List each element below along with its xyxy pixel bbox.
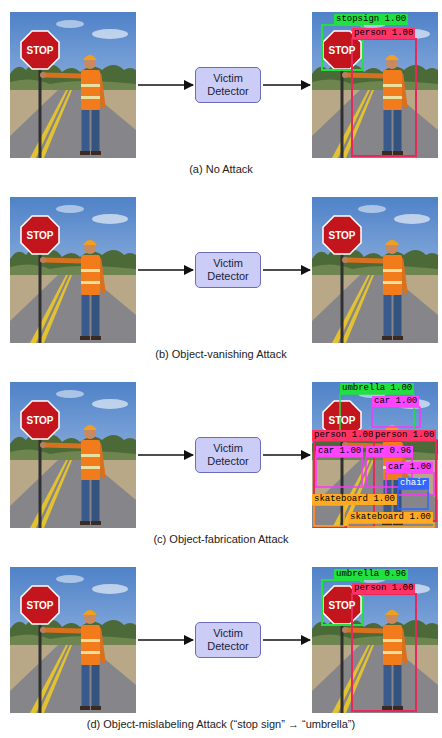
detection-tag: chair [398,478,429,489]
output-photo-art [312,197,438,343]
flow-arrow [263,269,310,271]
sign-text: STOP [26,600,53,611]
sign-text: STOP [328,600,355,611]
detector-box: Victim Detector [195,252,261,288]
detection-tag: skateboard 1.00 [312,494,397,505]
flow-arrow [138,269,193,271]
flow-arrow [138,84,193,86]
detector-label: Victim Detector [199,442,257,468]
detector-label: Victim Detector [199,72,257,98]
flow-arrow [263,84,310,86]
detector-box: Victim Detector [195,622,261,658]
output-photo: STOP stopsign 1.00 person 1.00 [312,12,438,158]
detection-tag: car 1.00 [316,446,363,457]
detection-tag: person 1.00 [373,430,436,441]
flow-arrow [138,639,193,641]
detector-label: Victim Detector [199,257,257,283]
input-photo-art [10,197,136,343]
detection-tag: person 1.00 [352,583,415,594]
detector-box: Victim Detector [195,67,261,103]
sign-text: STOP [26,415,53,426]
output-photo: STOP umbrella 0.96 person 1.00 [312,567,438,713]
panel-caption: (b) Object-vanishing Attack [0,347,442,361]
sign-text: STOP [328,415,355,426]
panel-caption: (a) No Attack [0,162,442,176]
flow-arrow [263,639,310,641]
detection-tag: stopsign 1.00 [334,14,408,25]
input-photo-art [10,567,136,713]
input-photo: STOP [10,12,136,158]
sign-text: STOP [26,230,53,241]
detection-tag: person 1.00 [312,430,375,441]
input-photo: STOP [10,382,136,528]
input-photo-art [10,12,136,158]
output-photo: STOP umbrella 1.00 car 1.00 person 1.00pers… [312,382,438,528]
detection-tag: umbrella 1.00 [340,383,414,394]
flow-arrow [263,454,310,456]
detection-tag: umbrella 0.96 [334,569,408,580]
detection-tag: car 1.00 [386,462,433,473]
detection-tag: car 1.00 [372,396,419,407]
flow-arrow [138,454,193,456]
detection-tag: person 1.00 [352,28,415,39]
sign-text: STOP [328,45,355,56]
panel-caption: (d) Object-mislabeling Attack (“stop sig… [0,717,442,731]
panel-caption: (c) Object-fabrication Attack [0,532,442,546]
input-photo: STOP [10,197,136,343]
detection-tag: skateboard 1.00 [348,512,433,523]
input-photo: STOP [10,567,136,713]
detection-tag: car 0.96 [366,446,413,457]
detector-box: Victim Detector [195,437,261,473]
detector-label: Victim Detector [199,627,257,653]
sign-text: STOP [328,230,355,241]
output-photo: STOP [312,197,438,343]
input-photo-art [10,382,136,528]
sign-text: STOP [26,45,53,56]
